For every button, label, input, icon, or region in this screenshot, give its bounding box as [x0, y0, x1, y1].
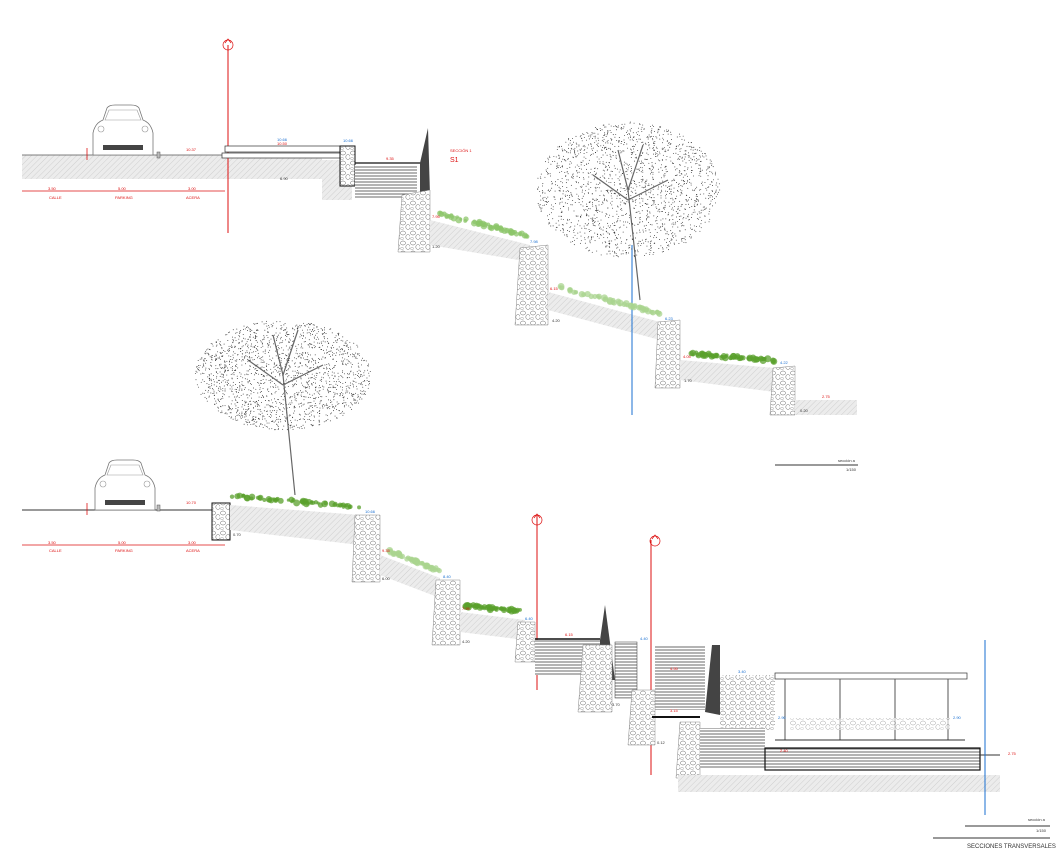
level-label: 4.55	[670, 666, 679, 671]
dim-label: 6.00	[382, 576, 391, 581]
slope	[460, 612, 525, 640]
zone-label: ACERA	[186, 548, 200, 553]
dim-label: 0.20	[800, 408, 809, 413]
stairs	[700, 728, 765, 768]
level-label: 3.15	[670, 708, 679, 713]
level-label: 2.40	[780, 748, 789, 753]
dim-label: 3.70	[612, 702, 621, 707]
pool	[764, 747, 981, 771]
level-label: 2.90	[953, 715, 962, 720]
section-label: SECCIÓN 1	[450, 148, 472, 153]
zone-label: CALLE	[49, 195, 62, 200]
level-label: 7.98	[530, 239, 539, 244]
level-label: 10.50	[277, 141, 288, 146]
deck-slab	[221, 152, 341, 159]
drawing-title: SECCIONES TRANSVERSALES	[967, 844, 1056, 850]
retaining-wall	[654, 319, 681, 389]
stairs	[355, 165, 417, 199]
level-label: 10.70	[186, 500, 197, 505]
dim-label: 3.50	[48, 186, 57, 191]
vegetation	[229, 492, 522, 615]
dim-label: 1.20	[432, 244, 441, 249]
vegetation	[437, 210, 778, 365]
level-label: 10.66	[277, 137, 288, 142]
slope	[430, 220, 530, 262]
dim-label: 4.20	[552, 318, 561, 323]
level-label: 8.40	[443, 574, 452, 579]
zone-label: PARKING	[115, 548, 133, 553]
retaining-wall	[769, 365, 796, 416]
dim-label: 4.20	[462, 639, 471, 644]
tree-icon	[194, 320, 371, 496]
tree-icon	[537, 121, 721, 301]
dim-label: 1.70	[684, 378, 693, 383]
dim-label: 6.90	[280, 176, 289, 181]
level-label: 9.35	[386, 156, 395, 161]
level-label: 6.40	[525, 616, 534, 621]
zone-label: ACERA	[186, 195, 200, 200]
level-label: 4.22	[780, 360, 789, 365]
level-label: 10.66	[365, 509, 376, 514]
railing	[614, 641, 638, 699]
level-label: 4.05	[683, 354, 692, 359]
stone-wall	[211, 502, 231, 541]
retaining-wall	[675, 721, 701, 779]
stone-wall	[720, 675, 775, 730]
dim-label: 0.12	[657, 740, 666, 745]
deck	[224, 145, 341, 153]
level-label: 6.23	[665, 316, 674, 321]
scale-label: 1/150	[1036, 828, 1047, 833]
slope	[380, 555, 440, 598]
dim-label: 3.50	[48, 540, 57, 545]
ground-street	[22, 155, 322, 179]
level-label: 7.95	[462, 606, 471, 611]
dim-label: 0.70	[233, 532, 242, 537]
level-label: 6.15	[550, 286, 559, 291]
level-label: 9.35	[382, 548, 391, 553]
section-code: S1	[450, 157, 459, 164]
level-label: 6.15	[565, 632, 574, 637]
retaining-wall	[577, 644, 613, 713]
level-label: 10.66	[343, 138, 354, 143]
ground-base	[678, 775, 1000, 792]
curb	[156, 504, 161, 512]
level-label: 3.40	[738, 669, 747, 674]
retaining-wall	[351, 514, 381, 583]
retaining-wall	[514, 621, 536, 663]
dim-label: 3.00	[188, 186, 197, 191]
pergola	[774, 672, 968, 741]
section-top: SECCIÓN 1 S1 3.50 5.00 3.00 CALLE PARKIN…	[22, 38, 858, 472]
level-label: 2.75	[1008, 751, 1017, 756]
stairs	[655, 645, 705, 710]
zone-label: PARKING	[115, 195, 133, 200]
level-label: 7.95	[432, 214, 441, 219]
ground-end	[795, 400, 857, 415]
caption: sección a	[1028, 817, 1046, 822]
car-icon	[92, 104, 154, 156]
dim-label: 5.00	[118, 540, 127, 545]
zone-label: CALLE	[49, 548, 62, 553]
slope	[230, 505, 360, 545]
dim-label: 3.00	[188, 540, 197, 545]
level-label: 10.37	[186, 147, 197, 152]
dim-label: 5.00	[118, 186, 127, 191]
level-label: 2.90	[778, 715, 787, 720]
level-label: 4.40	[640, 636, 649, 641]
dark-wall	[705, 645, 720, 715]
curb	[156, 151, 161, 159]
slope	[680, 360, 775, 392]
level-label: 2.75	[822, 394, 831, 399]
retaining-wall	[514, 244, 549, 326]
retaining-wall	[627, 689, 656, 746]
stone-wall	[339, 145, 356, 187]
car-icon	[94, 459, 156, 511]
caption: sección a	[838, 458, 856, 463]
scale-label: 1/150	[846, 467, 857, 472]
retaining-wall	[397, 189, 431, 253]
dark-wall	[420, 128, 430, 195]
section-bottom: 3.50 5.00 3.00 CALLE PARKING ACERA 10.70…	[22, 320, 1056, 850]
retaining-wall	[431, 579, 461, 646]
